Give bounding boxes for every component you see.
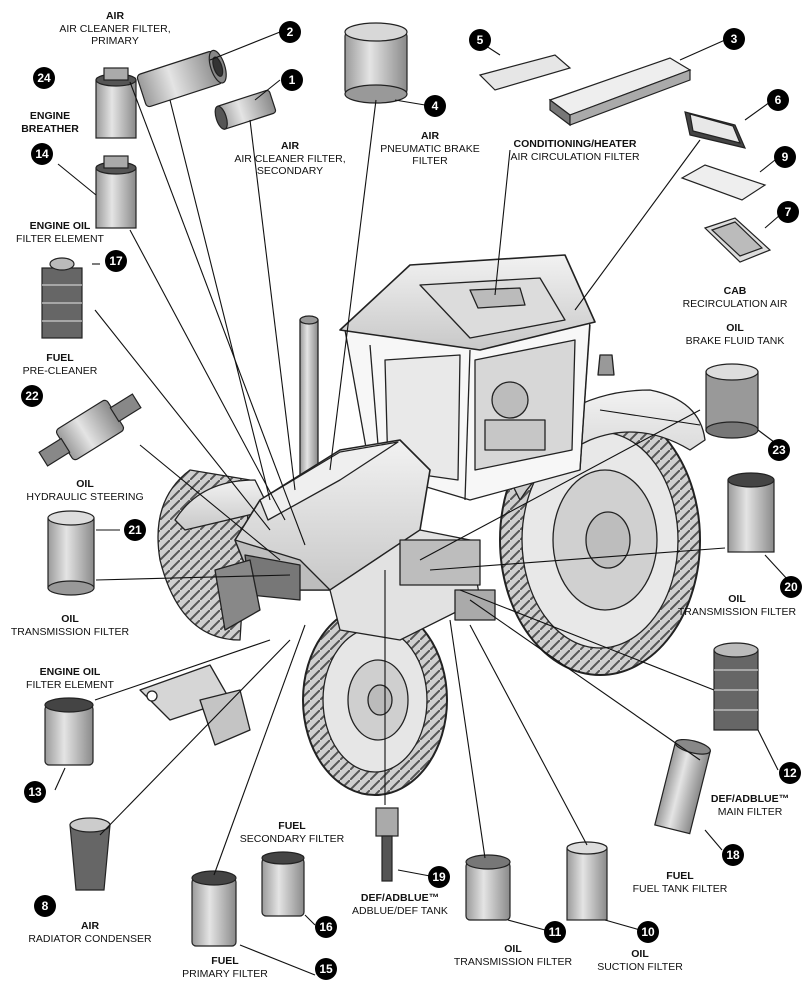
callout-badge: 23 — [768, 439, 790, 461]
callout-badge: 10 — [637, 921, 659, 943]
label-radiator-condenser: AIR RADIATOR CONDENSER — [28, 920, 152, 945]
callout-badge: 13 — [24, 781, 46, 803]
label-def-main-filter: DEF/ADBLUE™ MAIN FILTER — [710, 793, 790, 818]
fuel-secondary-filter-icon — [261, 851, 305, 917]
label-fuel-tank-filter: FUEL FUEL TANK FILTER — [632, 870, 728, 895]
fuel-primary-filter-icon — [191, 870, 237, 947]
oil-transmission-filter-icon-21 — [47, 510, 95, 596]
callout-badge: 17 — [105, 250, 127, 272]
cabin-filter-5-icon — [478, 54, 572, 91]
engine-oil-filter-icon-14 — [95, 155, 137, 229]
callout-badge: 11 — [544, 921, 566, 943]
callout-badge: 18 — [722, 844, 744, 866]
callout-badge: 24 — [33, 67, 55, 89]
callout-badge: 15 — [315, 958, 337, 980]
label-fuel-primary: FUEL PRIMARY FILTER — [182, 955, 268, 980]
callout-badge: 22 — [21, 385, 43, 407]
def-tank-filter-icon — [375, 807, 399, 882]
oil-suction-filter-icon — [566, 841, 608, 921]
label-hydraulic-steering: OIL HYDRAULIC STEERING — [26, 478, 144, 503]
callout-badge: 20 — [780, 576, 802, 598]
callout-badge: 14 — [31, 143, 53, 165]
label-cab-recirculation: CAB RECIRCULATION AIR — [682, 285, 788, 310]
callout-badge: 6 — [767, 89, 789, 111]
cabin-filter-3-icon — [548, 57, 692, 127]
callout-badge: 5 — [469, 29, 491, 51]
callout-badge: 1 — [281, 69, 303, 91]
oil-transmission-filter-icon-20 — [727, 472, 775, 553]
brake-fluid-tank-filter-icon — [705, 363, 759, 439]
label-def-tank: DEF/ADBLUE™ ADBLUE/DEF TANK — [352, 892, 448, 917]
fuel-tank-filter-icon — [654, 738, 712, 835]
callout-badge: 2 — [279, 21, 301, 43]
hydraulic-steering-filter-icon — [38, 393, 142, 467]
callout-badge: 19 — [428, 866, 450, 888]
radiator-condenser-filter-icon — [69, 817, 111, 891]
front-left-wheel — [302, 604, 448, 796]
engine-oil-filter-icon-13 — [44, 697, 94, 766]
label-engine-oil-filter-13: ENGINE OIL FILTER ELEMENT — [26, 666, 114, 691]
leader-lines — [54, 31, 789, 976]
label-transmission-filter-21: OIL TRANSMISSION FILTER — [10, 613, 130, 638]
label-pneumatic-brake: AIR PNEUMATIC BRAKE FILTER — [380, 130, 480, 167]
label-fuel-secondary: FUEL SECONDARY FILTER — [239, 820, 345, 845]
label-air-cleaner-primary: AIR AIR CLEANER FILTER, PRIMARY — [59, 10, 171, 47]
label-fuel-pre-cleaner: FUEL PRE-CLEANER — [22, 352, 98, 377]
filter-icons — [38, 22, 775, 947]
fuel-pre-cleaner-icon — [41, 257, 83, 339]
label-brake-fluid-tank: OIL BRAKE FLUID TANK — [685, 322, 785, 347]
callout-badge: 9 — [774, 146, 796, 168]
def-main-filter-icon — [713, 642, 759, 731]
label-conditioning-heater: CONDITIONING/HEATER AIR CIRCULATION FILT… — [510, 138, 640, 163]
air-filter-primary-icon — [136, 49, 227, 108]
label-transmission-filter-11: OIL TRANSMISSION FILTER — [453, 943, 573, 968]
label-air-cleaner-secondary: AIR AIR CLEANER FILTER, SECONDARY — [234, 140, 346, 177]
callout-badge: 4 — [424, 95, 446, 117]
pneumatic-brake-filter-icon — [344, 22, 408, 104]
label-engine-oil-filter-14: ENGINE OIL FILTER ELEMENT — [16, 220, 104, 245]
label-suction-filter: OIL SUCTION FILTER — [597, 948, 683, 973]
tractor — [139, 254, 706, 796]
engine-breather-icon — [95, 67, 137, 139]
oil-transmission-filter-icon-11 — [465, 854, 511, 921]
cabin-filter-9-icon — [680, 164, 767, 201]
recirculation-filter-icon — [703, 217, 772, 263]
callout-badge: 7 — [777, 201, 799, 223]
cabin-filter-6-icon — [684, 111, 747, 149]
callout-badge: 21 — [124, 519, 146, 541]
callout-badge: 8 — [34, 895, 56, 917]
air-filter-secondary-icon — [214, 89, 277, 130]
callout-badge: 12 — [779, 762, 801, 784]
label-transmission-filter-20: OIL TRANSMISSION FILTER — [677, 593, 797, 618]
callout-badge: 3 — [723, 28, 745, 50]
label-engine-breather: ENGINE BREATHER — [21, 110, 79, 135]
callout-badge: 16 — [315, 916, 337, 938]
